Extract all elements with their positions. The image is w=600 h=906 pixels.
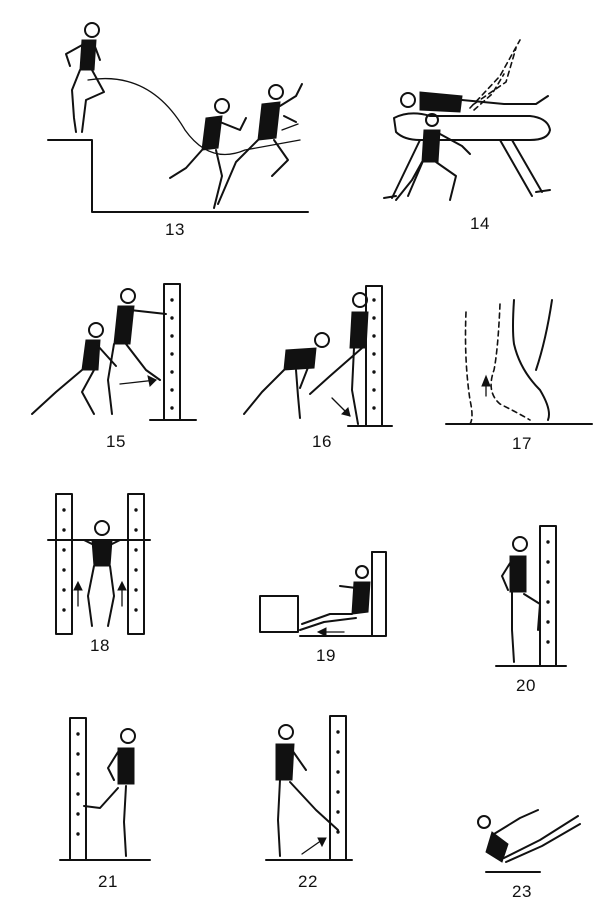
figure-18-left-bars bbox=[55, 493, 73, 635]
figure-20-wall-bars bbox=[539, 525, 557, 667]
figure-15-drawing bbox=[31, 283, 197, 421]
figure-21-drawing bbox=[59, 717, 151, 861]
figure-13-label: 13 bbox=[165, 220, 185, 239]
figure-16-wall-bars bbox=[365, 285, 383, 427]
figure-21-wall-bars bbox=[69, 717, 87, 861]
figure-23-drawing bbox=[477, 809, 581, 873]
figure-14-drawing bbox=[383, 39, 551, 201]
figure-19-drawing bbox=[259, 551, 387, 637]
figure-16-drawing bbox=[243, 285, 393, 427]
figure-13-platform bbox=[47, 139, 309, 213]
figure-18-drawing bbox=[47, 493, 151, 635]
figure-18-label: 18 bbox=[90, 636, 110, 655]
figure-21-label: 21 bbox=[98, 872, 118, 891]
figure-15-label: 15 bbox=[106, 432, 126, 451]
figure-20-label: 20 bbox=[516, 676, 536, 695]
figure-22-drawing bbox=[265, 715, 353, 861]
figure-14-label: 14 bbox=[470, 214, 490, 233]
figure-17-drawing bbox=[445, 299, 593, 425]
figure-19-label: 19 bbox=[316, 646, 336, 665]
figure-13-athlete-top bbox=[65, 22, 105, 133]
figure-22-label: 22 bbox=[298, 872, 318, 891]
figure-15-wall-bars bbox=[163, 283, 181, 421]
figure-16-label: 16 bbox=[312, 432, 332, 451]
figure-13-athlete-takeoff bbox=[217, 83, 303, 205]
figure-17-label: 17 bbox=[512, 434, 532, 453]
figure-14-horse bbox=[393, 112, 551, 141]
figure-23-label: 23 bbox=[512, 882, 532, 901]
figure-13-athlete-landing bbox=[169, 98, 247, 209]
figure-20-drawing bbox=[495, 525, 567, 667]
figure-22-wall-bars bbox=[329, 715, 347, 861]
figure-19-box bbox=[259, 595, 299, 633]
figure-13-drawing bbox=[47, 22, 309, 213]
figure-18-right-bars bbox=[127, 493, 145, 635]
